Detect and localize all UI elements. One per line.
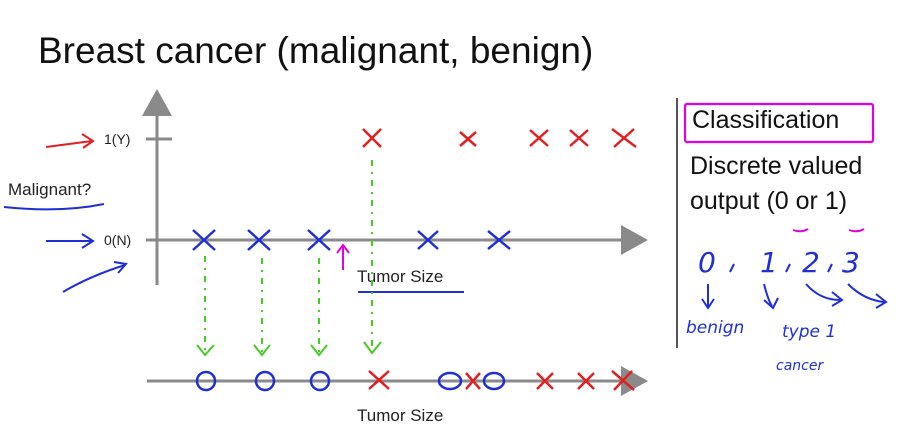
y-axis-label-malignant: Malignant? — [8, 180, 92, 199]
malignant-marker — [569, 129, 589, 147]
benign-marker — [192, 229, 216, 251]
one-underline — [848, 228, 865, 233]
zero-underline — [792, 228, 809, 233]
malignant-marker — [362, 128, 382, 148]
malignant-cross — [611, 370, 635, 391]
handwritten-cancer: cancer — [776, 358, 824, 374]
benign-marker — [307, 229, 331, 251]
blue-diagonal-arrow — [62, 261, 128, 293]
output-or: or — [788, 187, 825, 215]
classification-heading: Classification — [692, 106, 840, 134]
output-one: 1 — [824, 187, 839, 215]
threshold-arrow — [336, 243, 350, 270]
guide-arrow-3 — [310, 258, 328, 357]
malignant-marker — [459, 131, 477, 147]
malignant-cross — [465, 372, 481, 390]
malignant-cross — [536, 372, 554, 390]
class-3-text: 3 — [842, 246, 860, 279]
guide-arrow-4 — [363, 160, 382, 355]
red-arrow-to-one — [45, 133, 95, 149]
class-2-text: 2 — [802, 246, 820, 279]
benign-circle — [309, 370, 331, 392]
benign-circle — [482, 371, 506, 391]
handwritten-class-list: 0 1 2 3 — [698, 246, 860, 279]
handwritten-commas — [729, 263, 833, 273]
output-prefix: output ( — [690, 187, 775, 215]
malignant-cross — [577, 372, 595, 390]
discrete-valued-text: Discrete valued — [690, 152, 863, 180]
guide-arrow-2 — [253, 258, 271, 357]
blue-arrow-to-zero — [46, 233, 95, 249]
benign-circle — [437, 371, 463, 391]
x-axis-label-top: Tumor Size — [357, 267, 444, 286]
malignant-cross — [368, 370, 390, 390]
output-zero: 0 — [774, 187, 789, 215]
benign-marker — [247, 229, 271, 251]
class-1-text: 1 — [760, 246, 778, 279]
guide-arrow-1 — [196, 256, 215, 357]
y-tick-label-zero: 0(N) — [104, 232, 132, 248]
malignant-underline — [3, 203, 105, 211]
malignant-marker — [529, 129, 549, 147]
slide-title: Breast cancer (malignant, benign) — [38, 30, 594, 71]
handwritten-type1: type 1 — [782, 322, 837, 342]
handwritten-benign: benign — [686, 318, 745, 338]
benign-circle — [254, 370, 276, 392]
output-text: output (0 or 1) — [690, 187, 847, 216]
x-axis-label-bottom: Tumor Size — [357, 406, 444, 425]
benign-marker — [487, 230, 511, 250]
benign-circle — [195, 370, 217, 392]
class-0-text: 0 — [698, 246, 716, 279]
output-suffix: ) — [838, 187, 848, 215]
y-tick-label-one: 1(Y) — [104, 131, 131, 147]
classification-highlight-box — [683, 102, 875, 144]
handwritten-class-arrows — [701, 283, 888, 310]
benign-marker — [417, 230, 439, 250]
malignant-marker — [611, 128, 637, 148]
